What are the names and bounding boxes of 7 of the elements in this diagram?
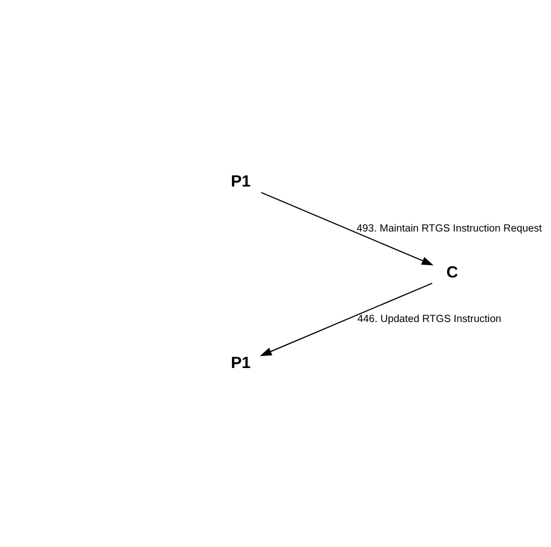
node-text: P1	[230, 172, 251, 190]
arrow	[261, 191, 434, 265]
node-text: P1	[230, 354, 251, 372]
arrow	[260, 282, 432, 356]
edge-label: 446. Updated RTGS Instruction	[357, 314, 502, 325]
node-text: C	[446, 262, 458, 281]
edge-label: 493. Maintain RTGS Instruction Request	[356, 222, 542, 234]
